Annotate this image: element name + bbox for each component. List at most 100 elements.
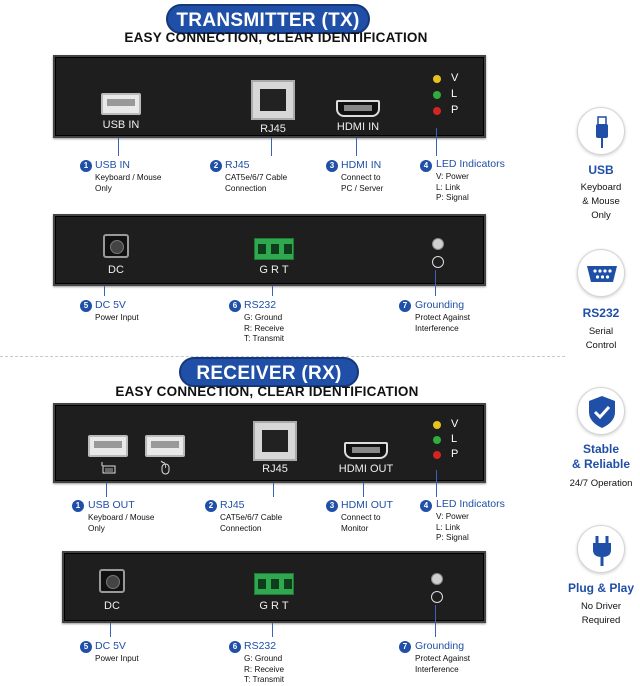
leader-line	[110, 623, 111, 637]
led-letter-l: L	[451, 88, 458, 100]
callout-title: RJ45	[225, 159, 250, 171]
rs232-pin-labels: G R T	[259, 264, 289, 276]
callout-number: 5	[80, 641, 92, 653]
feature-title: RS232	[582, 306, 620, 320]
rx-rear-panel: DC G R T	[62, 551, 486, 623]
receiver-subtitle: EASY CONNECTION, CLEAR IDENTIFICATION	[115, 384, 419, 399]
keyboard-icon	[101, 462, 116, 474]
led-power	[433, 75, 441, 83]
ground-icon	[431, 591, 443, 603]
leader-line	[435, 605, 436, 637]
leader-line	[118, 138, 119, 156]
leader-line	[273, 483, 274, 497]
led-link	[433, 436, 441, 444]
rs232-terminal-block	[254, 573, 294, 595]
usb-out-mouse-port	[145, 435, 185, 457]
rs232-pin-labels: G R T	[259, 600, 289, 612]
receiver-title: RECEIVER (RX)	[179, 357, 359, 387]
rj45-port	[253, 421, 297, 461]
callout-number: 4	[420, 160, 432, 172]
usb-in-label: USB IN	[102, 119, 140, 131]
usb-in-port	[101, 93, 141, 115]
callout-desc: Power Input	[95, 313, 139, 322]
callout-number: 2	[210, 160, 222, 172]
leader-line	[363, 483, 364, 497]
led-letter-l: L	[451, 433, 458, 445]
rj45-label: RJ45	[262, 463, 288, 475]
callout-number: 4	[420, 500, 432, 512]
callout-title: Grounding	[415, 299, 465, 311]
callout-title: HDMI IN	[341, 159, 382, 171]
hdmi-in-port	[336, 100, 380, 117]
led-signal	[433, 451, 441, 459]
shield-check-icon	[577, 387, 625, 435]
dc-label: DC	[108, 264, 124, 276]
callout-title: HDMI OUT	[341, 499, 393, 511]
mouse-icon	[160, 460, 170, 475]
callout-number: 2	[205, 500, 217, 512]
leader-line	[272, 286, 273, 296]
leader-line	[436, 128, 437, 156]
callout-number: 6	[229, 641, 241, 653]
serial-port-icon	[577, 249, 625, 297]
callout-number: 1	[72, 500, 84, 512]
rs232-terminal-block	[254, 238, 294, 260]
callout-desc: Power Input	[95, 654, 139, 663]
feature-title: USB	[588, 163, 614, 177]
callout-title: DC 5V	[95, 299, 126, 311]
ground-icon	[432, 256, 444, 268]
transmitter-title: TRANSMITTER (TX)	[166, 4, 370, 34]
callout-number: 3	[326, 500, 338, 512]
rx-front-panel: RJ45 HDMI OUT V L P	[53, 403, 486, 483]
hdmi-out-label: HDMI OUT	[338, 463, 394, 475]
led-signal	[433, 107, 441, 115]
callout-number: 5	[80, 300, 92, 312]
rj45-label: RJ45	[260, 123, 286, 135]
section-divider	[0, 356, 565, 357]
hdmi-out-port	[344, 442, 388, 459]
led-letter-p: P	[451, 448, 459, 460]
feature-title: Plug & Play	[567, 581, 635, 595]
callout-title: RS232	[244, 640, 277, 652]
led-link	[433, 91, 441, 99]
callout-title: USB OUT	[88, 499, 135, 511]
leader-line	[436, 470, 437, 497]
usb-out-keyboard-port	[88, 435, 128, 457]
callout-number: 6	[229, 300, 241, 312]
feature-desc: 24/7 Operation	[569, 478, 633, 489]
callout-number: 1	[80, 160, 92, 172]
transmitter-subtitle: EASY CONNECTION, CLEAR IDENTIFICATION	[124, 30, 428, 45]
callout-title: USB IN	[95, 159, 131, 171]
leader-line	[104, 286, 105, 296]
usb-icon	[577, 107, 625, 155]
callout-title: LED Indicators	[436, 498, 505, 510]
hdmi-in-label: HDMI IN	[336, 121, 380, 133]
tx-front-panel: USB IN RJ45 HDMI IN V L P	[53, 55, 486, 138]
leader-line	[435, 270, 436, 296]
led-letter-v: V	[451, 418, 459, 430]
leader-line	[271, 138, 272, 156]
rj45-port	[251, 80, 295, 120]
callout-number: 7	[399, 300, 411, 312]
leader-line	[356, 138, 357, 156]
callout-number: 7	[399, 641, 411, 653]
led-letter-v: V	[451, 72, 459, 84]
led-power	[433, 421, 441, 429]
callout-title: LED Indicators	[436, 158, 505, 170]
callout-title: DC 5V	[95, 640, 126, 652]
leader-line	[106, 483, 107, 497]
led-letter-p: P	[451, 104, 459, 116]
ground-screw	[431, 573, 443, 585]
